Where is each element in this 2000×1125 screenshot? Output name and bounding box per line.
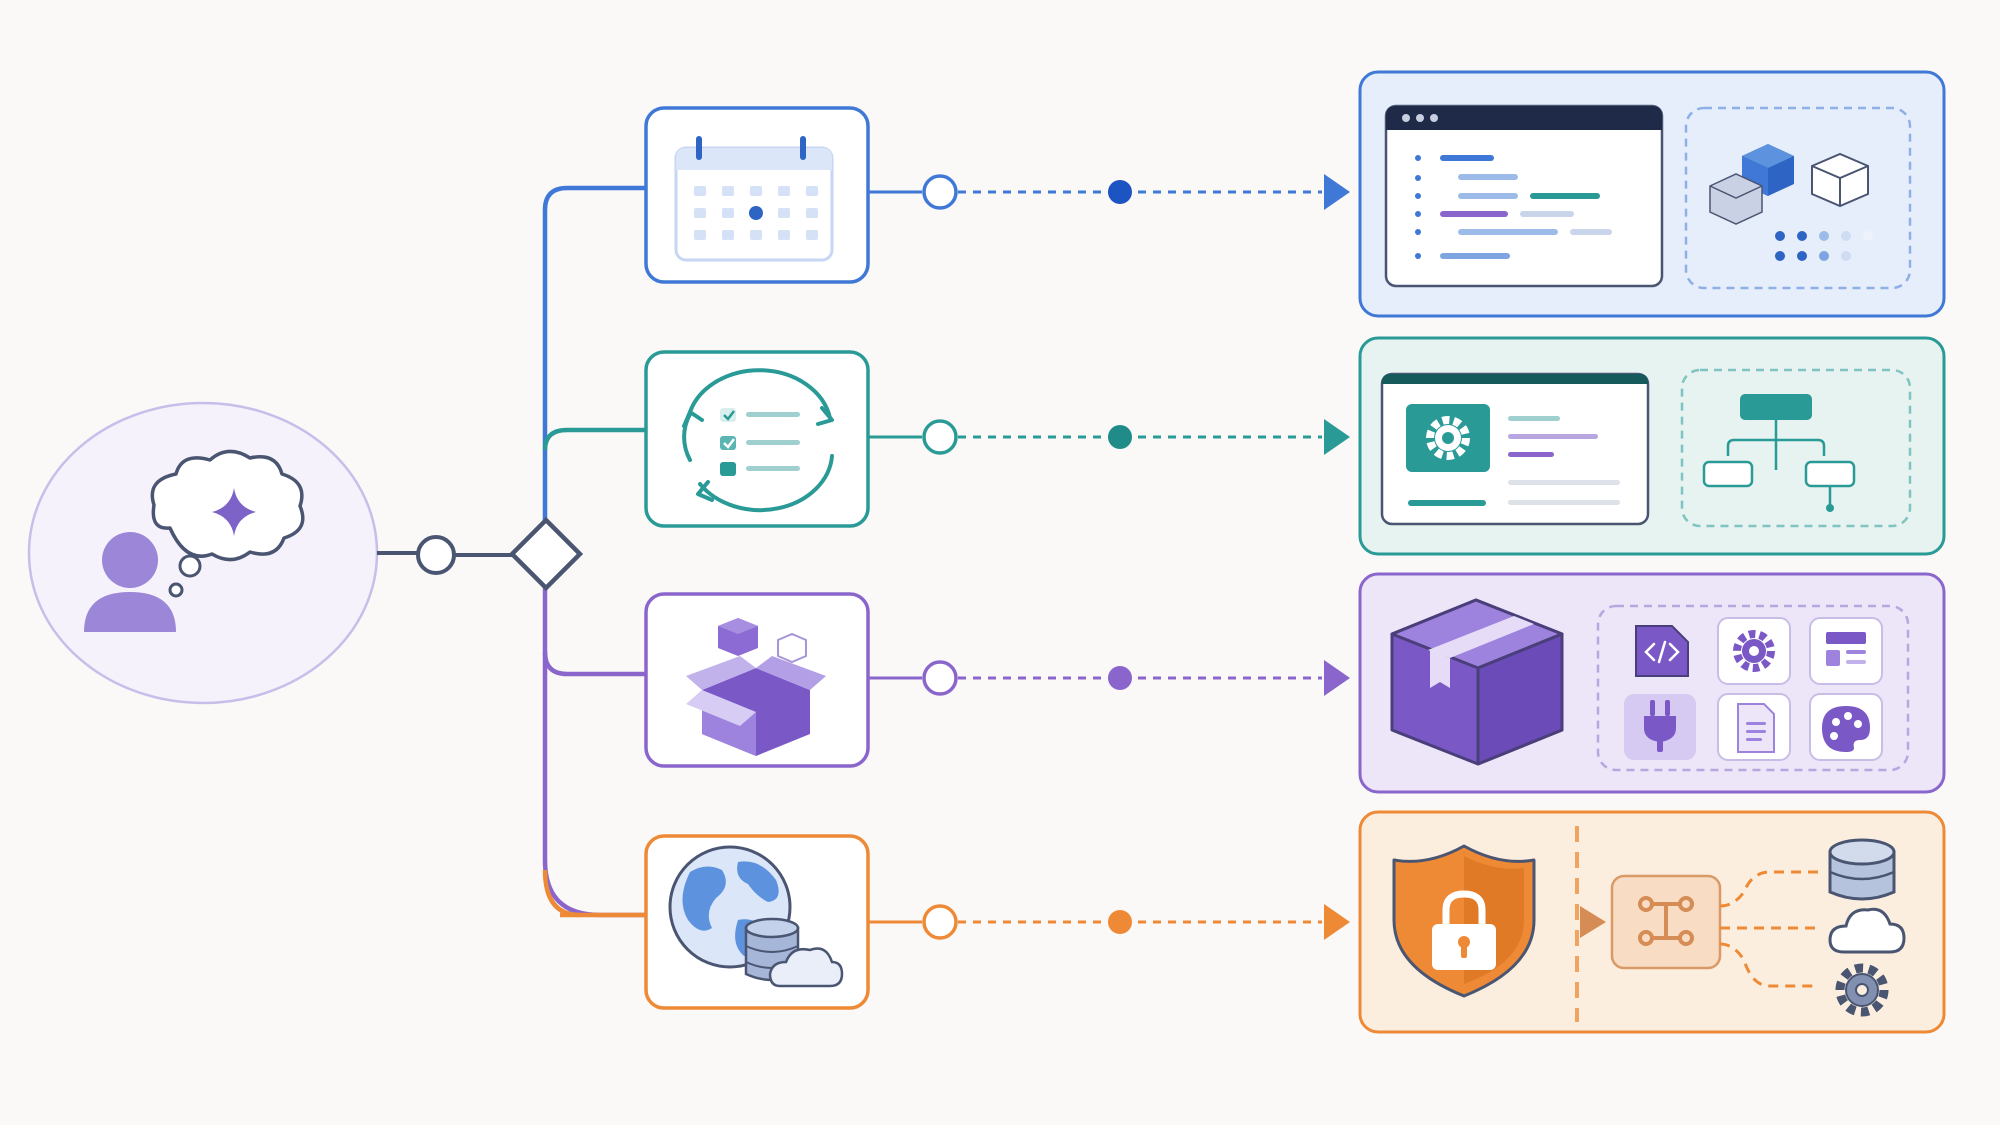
task-cycle-node[interactable] xyxy=(644,350,870,528)
target-panel-blue[interactable] xyxy=(1358,70,1946,318)
user-node xyxy=(27,401,379,705)
gear-icon xyxy=(1717,617,1791,685)
layout-icon xyxy=(1809,617,1883,685)
connectors xyxy=(868,174,1350,940)
module-grid xyxy=(1624,617,1883,761)
code-editor-panel xyxy=(1384,104,1664,288)
open-box-icon xyxy=(686,618,826,756)
trunk-lines xyxy=(542,185,645,918)
document-icon xyxy=(1717,693,1791,761)
person-icon xyxy=(84,532,176,632)
sparkle-icon xyxy=(212,488,256,536)
gear-icon xyxy=(1426,416,1470,460)
palette-icon xyxy=(1809,693,1883,761)
settings-panel xyxy=(1380,372,1650,526)
target-panel-purple[interactable] xyxy=(1358,572,1946,794)
code-file-icon xyxy=(1624,618,1696,684)
target-panel-orange[interactable] xyxy=(1358,810,1946,1034)
checklist xyxy=(720,408,800,476)
routing-to-database-cloud-gear xyxy=(1610,838,1906,1017)
globe-database-cloud-icon xyxy=(668,845,844,988)
decision-junction xyxy=(508,516,584,592)
calendar-icon xyxy=(674,136,834,262)
security-shield-icon xyxy=(1392,844,1536,998)
database-icon xyxy=(1828,838,1896,901)
package-icon xyxy=(1390,598,1564,766)
cloud-icon xyxy=(768,947,844,988)
task-cycle-icon xyxy=(682,368,834,513)
flow-arrow xyxy=(1580,906,1606,938)
gear-icon xyxy=(1835,963,1889,1017)
hierarchy-icon xyxy=(1702,394,1856,512)
plug-icon xyxy=(1624,694,1696,760)
user-connector xyxy=(377,535,513,575)
open-box-node[interactable] xyxy=(644,592,870,768)
globe-node[interactable] xyxy=(644,834,870,1010)
cloud-icon xyxy=(1828,907,1906,954)
cubes-icon xyxy=(1709,144,1869,225)
target-panel-teal[interactable] xyxy=(1358,336,1946,556)
calendar-node[interactable] xyxy=(644,106,870,284)
dot-matrix xyxy=(1775,231,1873,261)
